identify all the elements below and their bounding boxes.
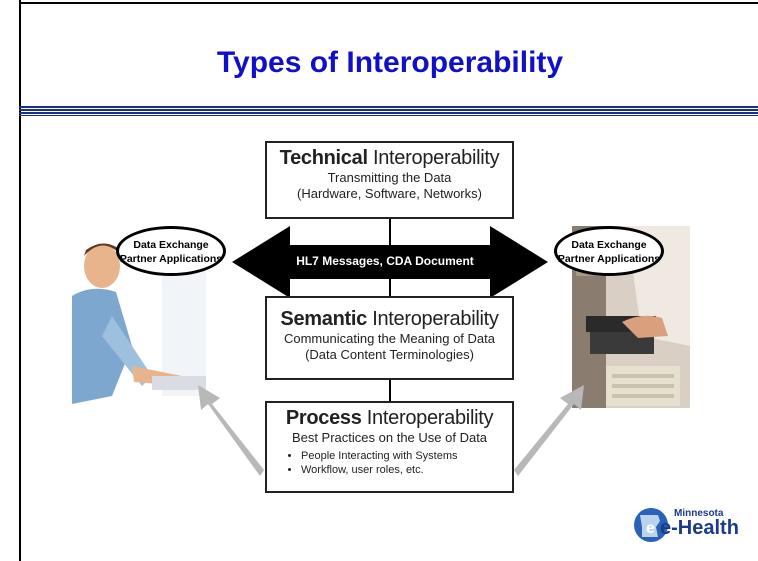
semantic-heading: Semantic Interoperability xyxy=(280,308,499,330)
process-bullet: Workflow, user roles, etc. xyxy=(301,463,512,477)
arrow-label: HL7 Messages, CDA Document xyxy=(296,254,474,268)
semantic-box: Semantic Interoperability Communicating … xyxy=(265,296,514,380)
semantic-line2: (Data Content Terminologies) xyxy=(305,347,474,362)
process-box: Process Interoperability Best Practices … xyxy=(265,401,514,493)
process-bullets: People Interacting with Systems Workflow… xyxy=(267,449,512,477)
semantic-line1: Communicating the Meaning of Data xyxy=(283,331,495,346)
process-bullet: People Interacting with Systems xyxy=(301,449,512,463)
minnesota-ehealth-logo: e Minnesota e-Health xyxy=(632,503,758,547)
process-line1: Best Practices on the Use of Data xyxy=(291,430,488,445)
slide-title: Types of Interoperability xyxy=(216,46,564,79)
slide-left-border xyxy=(19,0,21,561)
technical-line2: (Hardware, Software, Networks) xyxy=(297,186,482,201)
gray-arrow-left xyxy=(198,385,264,476)
process-heading: Process Interoperability xyxy=(285,407,494,429)
gray-arrow-right xyxy=(514,385,584,476)
svg-text:e: e xyxy=(646,520,655,537)
technical-box: Technical Interoperability Transmitting … xyxy=(265,141,514,219)
double-arrow xyxy=(232,226,548,298)
logo-emblem-icon: e xyxy=(634,508,668,542)
technical-line1: Transmitting the Data xyxy=(327,170,452,185)
slide-top-border xyxy=(19,2,758,4)
right-partner-oval: Data Exchange Partner Applications xyxy=(554,226,664,276)
left-partner-oval: Data Exchange Partner Applications xyxy=(116,226,226,276)
title-divider xyxy=(19,106,758,116)
logo-text-name: e-Health xyxy=(660,517,739,539)
technical-heading: Technical Interoperability xyxy=(279,147,500,169)
logo-text-state: Minnesota xyxy=(674,508,724,519)
